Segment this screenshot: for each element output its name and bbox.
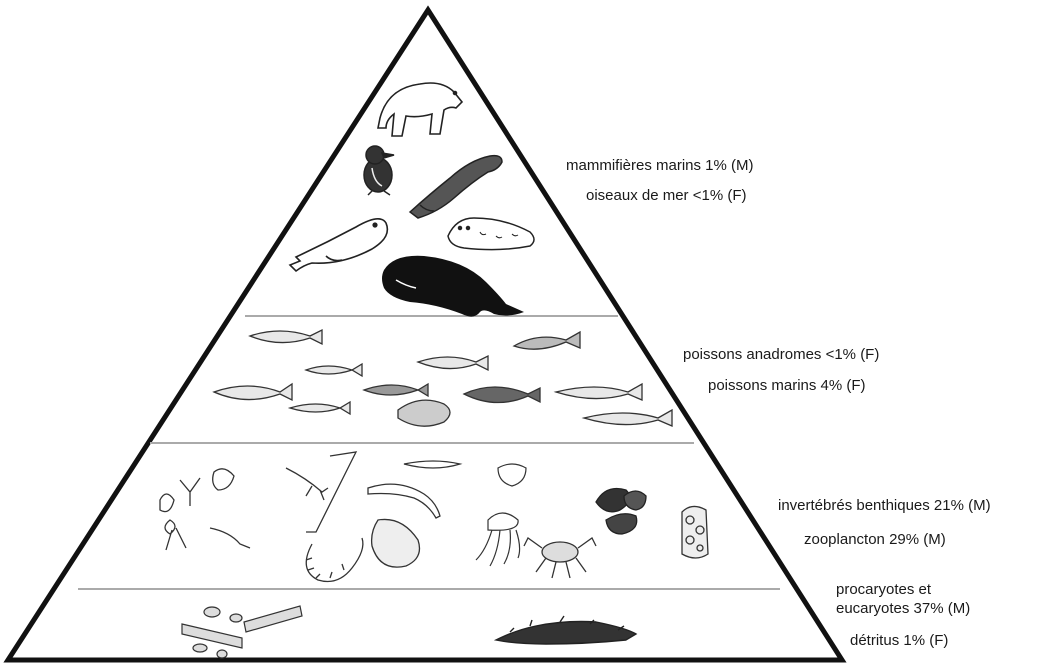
label-benthic-invertebrates: invertébrés benthiques 21% (M) <box>778 497 991 515</box>
label-detritus: détritus 1% (F) <box>850 632 948 650</box>
barnacle-icon <box>682 506 708 558</box>
label-marine-fish: poissons marins 4% (F) <box>708 377 866 395</box>
label-seabirds: oiseaux de mer <1% (F) <box>586 187 746 205</box>
label-procaryotes-line1: procaryotes et <box>836 581 931 599</box>
label-zooplankton: zooplancton 29% (M) <box>804 531 946 549</box>
label-anadromous-fish: poissons anadromes <1% (F) <box>683 346 879 364</box>
label-procaryotes-line2: eucaryotes 37% (M) <box>836 600 970 618</box>
label-mammals: mammifières marins 1% (M) <box>566 157 754 175</box>
